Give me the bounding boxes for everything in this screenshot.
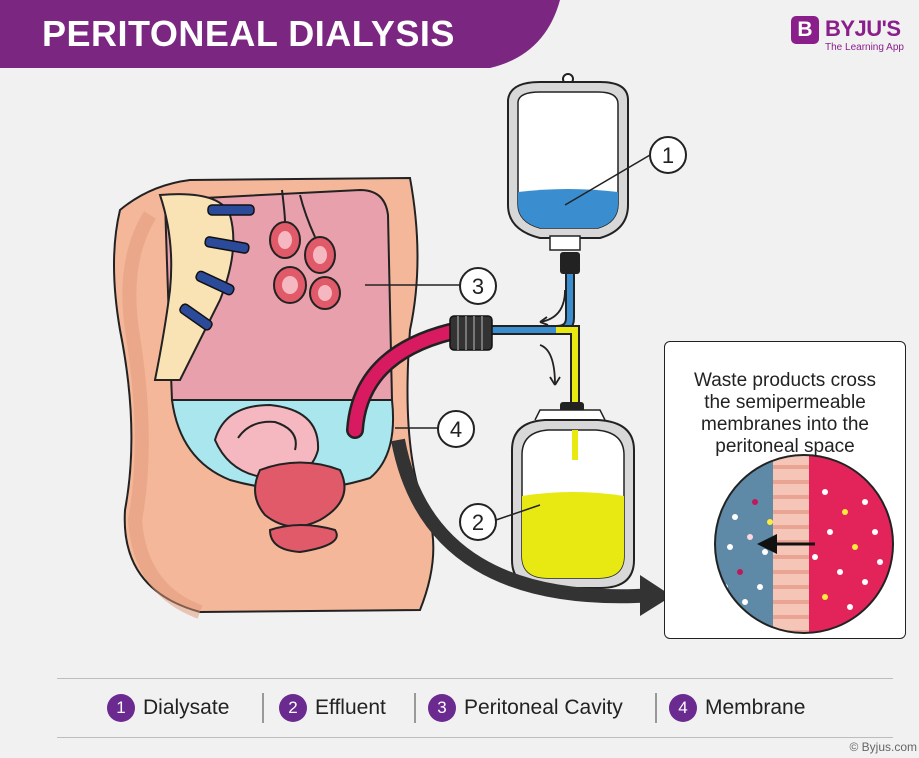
marker-4-text: 4 [450, 417, 462, 442]
dialysate-bag [508, 74, 628, 274]
dialysate-fluid [518, 189, 618, 228]
membrane-closeup [665, 342, 905, 638]
dialysate-tube [485, 274, 570, 330]
marker-1-text: 1 [662, 143, 674, 168]
marker-2-text: 2 [472, 510, 484, 535]
legend-badge: 2 [279, 694, 307, 722]
legend-item-peritoneal-cavity: 3 Peritoneal Cavity [428, 691, 623, 725]
copyright-text: © Byjus.com [849, 740, 917, 754]
callout-box: Waste products cross the semipermeable m… [664, 341, 906, 639]
brand-tagline: The Learning App [825, 42, 904, 53]
effluent-fluid [522, 492, 624, 578]
brand-logo[interactable]: B BYJU'S The Learning App [789, 14, 919, 58]
page-title: PERITONEAL DIALYSIS [42, 13, 455, 55]
legend-badge: 1 [107, 694, 135, 722]
legend-item-effluent: 2 Effluent [279, 691, 386, 725]
legend-badge: 3 [428, 694, 456, 722]
flow-arrow-out [540, 345, 555, 385]
legend-label: Dialysate [143, 696, 229, 720]
legend-label: Peritoneal Cavity [464, 696, 623, 720]
legend-badge: 4 [669, 694, 697, 722]
legend-label: Effluent [315, 696, 386, 720]
effluent-bag [512, 402, 634, 588]
legend-divider [262, 693, 264, 723]
legend-label: Membrane [705, 696, 805, 720]
flow-arrow-in [540, 290, 565, 322]
legend-item-dialysate: 1 Dialysate [107, 691, 229, 725]
legend-divider [655, 693, 657, 723]
legend-item-membrane: 4 Membrane [669, 691, 805, 725]
legend-divider [414, 693, 416, 723]
marker-3-text: 3 [472, 274, 484, 299]
catheter-connector [450, 316, 492, 350]
brand-logo-icon: B [791, 16, 819, 44]
legend: 1 Dialysate 2 Effluent 3 Peritoneal Cavi… [57, 678, 893, 738]
body-cross-section [114, 178, 433, 612]
brand-name: BYJU'S [825, 16, 901, 42]
